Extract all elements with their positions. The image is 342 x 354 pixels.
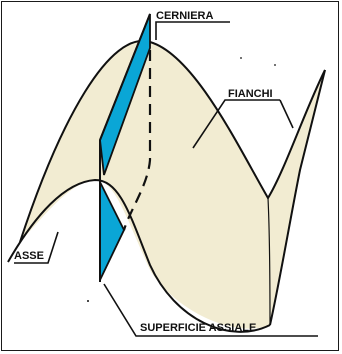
dot-mark: [240, 57, 242, 59]
label-hinge: CERNIERA: [156, 10, 214, 22]
dot-mark: [274, 64, 276, 66]
dot-mark: [87, 300, 89, 302]
leader-hinge: [156, 22, 230, 40]
fold-surface: [20, 41, 325, 329]
label-axial-surface: SUPERFICIE ASSIALE: [140, 322, 256, 334]
label-axis: ASSE: [14, 250, 44, 262]
label-limbs: FIANCHI: [228, 88, 273, 100]
leader-limbs-2: [280, 100, 293, 128]
